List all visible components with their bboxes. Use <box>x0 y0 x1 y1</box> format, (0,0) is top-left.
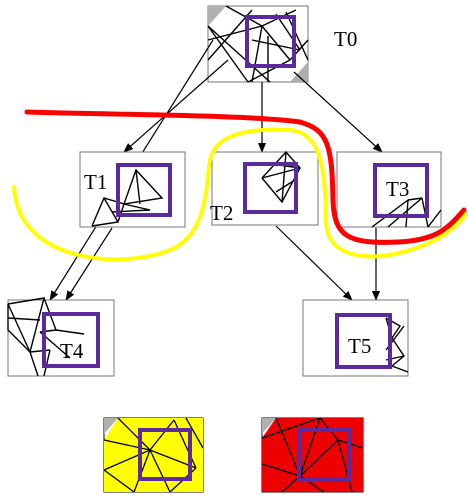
yellow-partition-curve <box>12 127 468 262</box>
node-t5-region-box <box>335 313 392 369</box>
result-red-fill <box>262 418 363 492</box>
node-t3-label: T3 <box>386 177 409 201</box>
node-t4-mesh-icon <box>7 297 85 377</box>
node-t0-region-box <box>245 15 296 68</box>
edge-t1-t4 <box>65 227 113 301</box>
node-t5: T5 <box>302 299 409 377</box>
node-t0-grey-corner <box>208 6 226 26</box>
node-t3-region-box <box>373 163 429 218</box>
node-t3: T3 <box>336 151 442 228</box>
result-red-region-box <box>297 428 351 482</box>
node-t1-region-box <box>116 163 172 217</box>
node-t4-region-box <box>42 312 100 368</box>
result-yellow-region-box <box>138 428 192 481</box>
result-red-grey-corner <box>262 418 276 434</box>
node-t2: T2 <box>210 150 319 226</box>
node-t2-label: T2 <box>210 201 233 225</box>
node-t2-region-box <box>243 162 298 214</box>
edge-t2-t5 <box>275 225 353 301</box>
result-red <box>261 417 364 493</box>
edge-t0-t1 <box>123 59 229 153</box>
node-t4-label: T4 <box>60 339 84 363</box>
node-t1: T1 <box>79 151 186 228</box>
node-t0-grey-corner-2 <box>290 62 308 82</box>
edge-t0-t3 <box>293 71 383 153</box>
node-t4: T4 <box>7 297 115 377</box>
node-t1-label: T1 <box>84 170 107 194</box>
result-yellow-grey-corner <box>104 418 118 434</box>
node-t0-label: T0 <box>334 27 357 51</box>
result-yellow-fill <box>104 418 203 492</box>
node-t5-label: T5 <box>348 334 371 358</box>
node-t0: T0 <box>207 5 357 83</box>
result-yellow <box>103 417 204 493</box>
red-partition-curve <box>24 109 467 245</box>
